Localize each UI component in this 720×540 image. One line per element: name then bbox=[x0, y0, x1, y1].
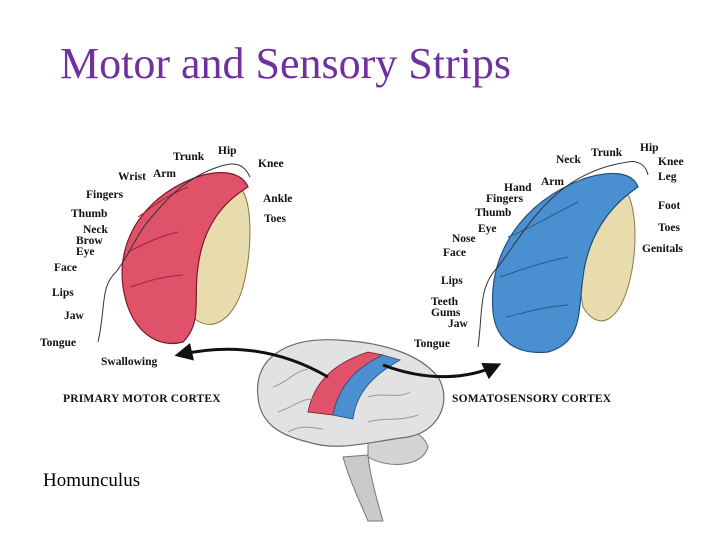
motor-label-wrist: Wrist bbox=[118, 171, 146, 183]
sensory-cortex-illustration bbox=[477, 161, 649, 354]
homunculus-caption: Homunculus bbox=[43, 470, 141, 491]
motor-label-brow: Brow bbox=[76, 235, 103, 247]
sensory-label-hand: Hand bbox=[504, 182, 532, 194]
motor-labels: Hip Trunk Knee Wrist Arm Fingers Ankle T… bbox=[40, 145, 292, 368]
motor-label-ankle: Ankle bbox=[263, 193, 292, 205]
motor-label-face: Face bbox=[54, 262, 77, 274]
motor-label-toes: Toes bbox=[264, 213, 286, 225]
sensory-label-face: Face bbox=[443, 247, 466, 259]
sensory-label-knee: Knee bbox=[658, 156, 684, 168]
sensory-label-hip: Hip bbox=[640, 142, 659, 154]
sensory-label-teeth: Teeth bbox=[431, 296, 459, 308]
motor-label-fingers: Fingers bbox=[86, 189, 124, 201]
sensory-label-thumb: Thumb bbox=[475, 207, 511, 219]
slide-title: Motor and Sensory Strips bbox=[60, 39, 511, 88]
motor-label-swallowing: Swallowing bbox=[101, 356, 157, 368]
sensory-label-leg: Leg bbox=[658, 171, 677, 183]
sensory-homunculus-outline bbox=[477, 161, 649, 348]
brain-sensory-band bbox=[332, 354, 402, 420]
motor-homunculus-outline bbox=[97, 163, 251, 343]
homunculus-figure: Hip Trunk Knee Wrist Arm Fingers Ankle T… bbox=[38, 137, 695, 522]
sensory-strip bbox=[491, 172, 639, 354]
motor-label-thumb: Thumb bbox=[71, 208, 107, 220]
sensory-label-toes: Toes bbox=[658, 222, 680, 234]
arrow-to-motor bbox=[174, 343, 329, 379]
sensory-cortex-header: SOMATOSENSORY CORTEX bbox=[452, 393, 612, 405]
motor-label-hip: Hip bbox=[218, 145, 237, 157]
motor-label-eye: Eye bbox=[76, 246, 95, 258]
sensory-label-lips: Lips bbox=[441, 275, 463, 287]
motor-cortex-illustration bbox=[97, 163, 251, 345]
sensory-label-genitals: Genitals bbox=[642, 243, 683, 255]
sensory-label-nose: Nose bbox=[452, 233, 476, 245]
motor-cortex-header: PRIMARY MOTOR CORTEX bbox=[63, 393, 221, 405]
sensory-label-foot: Foot bbox=[658, 200, 681, 212]
motor-label-lips: Lips bbox=[52, 287, 74, 299]
sensory-label-gums: Gums bbox=[431, 307, 461, 319]
brain-illustration bbox=[256, 339, 445, 522]
sensory-label-fingers: Fingers bbox=[486, 193, 524, 205]
motor-label-neck: Neck bbox=[83, 224, 109, 236]
sensory-label-jaw: Jaw bbox=[448, 318, 469, 330]
arrow-to-sensory bbox=[382, 362, 502, 380]
sensory-label-eye: Eye bbox=[478, 223, 497, 235]
sensory-label-tongue: Tongue bbox=[414, 338, 450, 350]
sensory-label-trunk: Trunk bbox=[591, 147, 623, 159]
motor-label-knee: Knee bbox=[258, 158, 284, 170]
motor-label-jaw: Jaw bbox=[64, 310, 85, 322]
brain-stem bbox=[342, 454, 384, 522]
sensory-label-neck: Neck bbox=[556, 154, 582, 166]
motor-label-arm: Arm bbox=[153, 168, 176, 180]
motor-label-trunk: Trunk bbox=[173, 151, 205, 163]
motor-label-tongue: Tongue bbox=[40, 337, 76, 349]
sensory-labels: Hip Trunk Neck Knee Leg Hand Arm Fingers… bbox=[414, 142, 684, 350]
sensory-label-arm: Arm bbox=[541, 176, 564, 188]
